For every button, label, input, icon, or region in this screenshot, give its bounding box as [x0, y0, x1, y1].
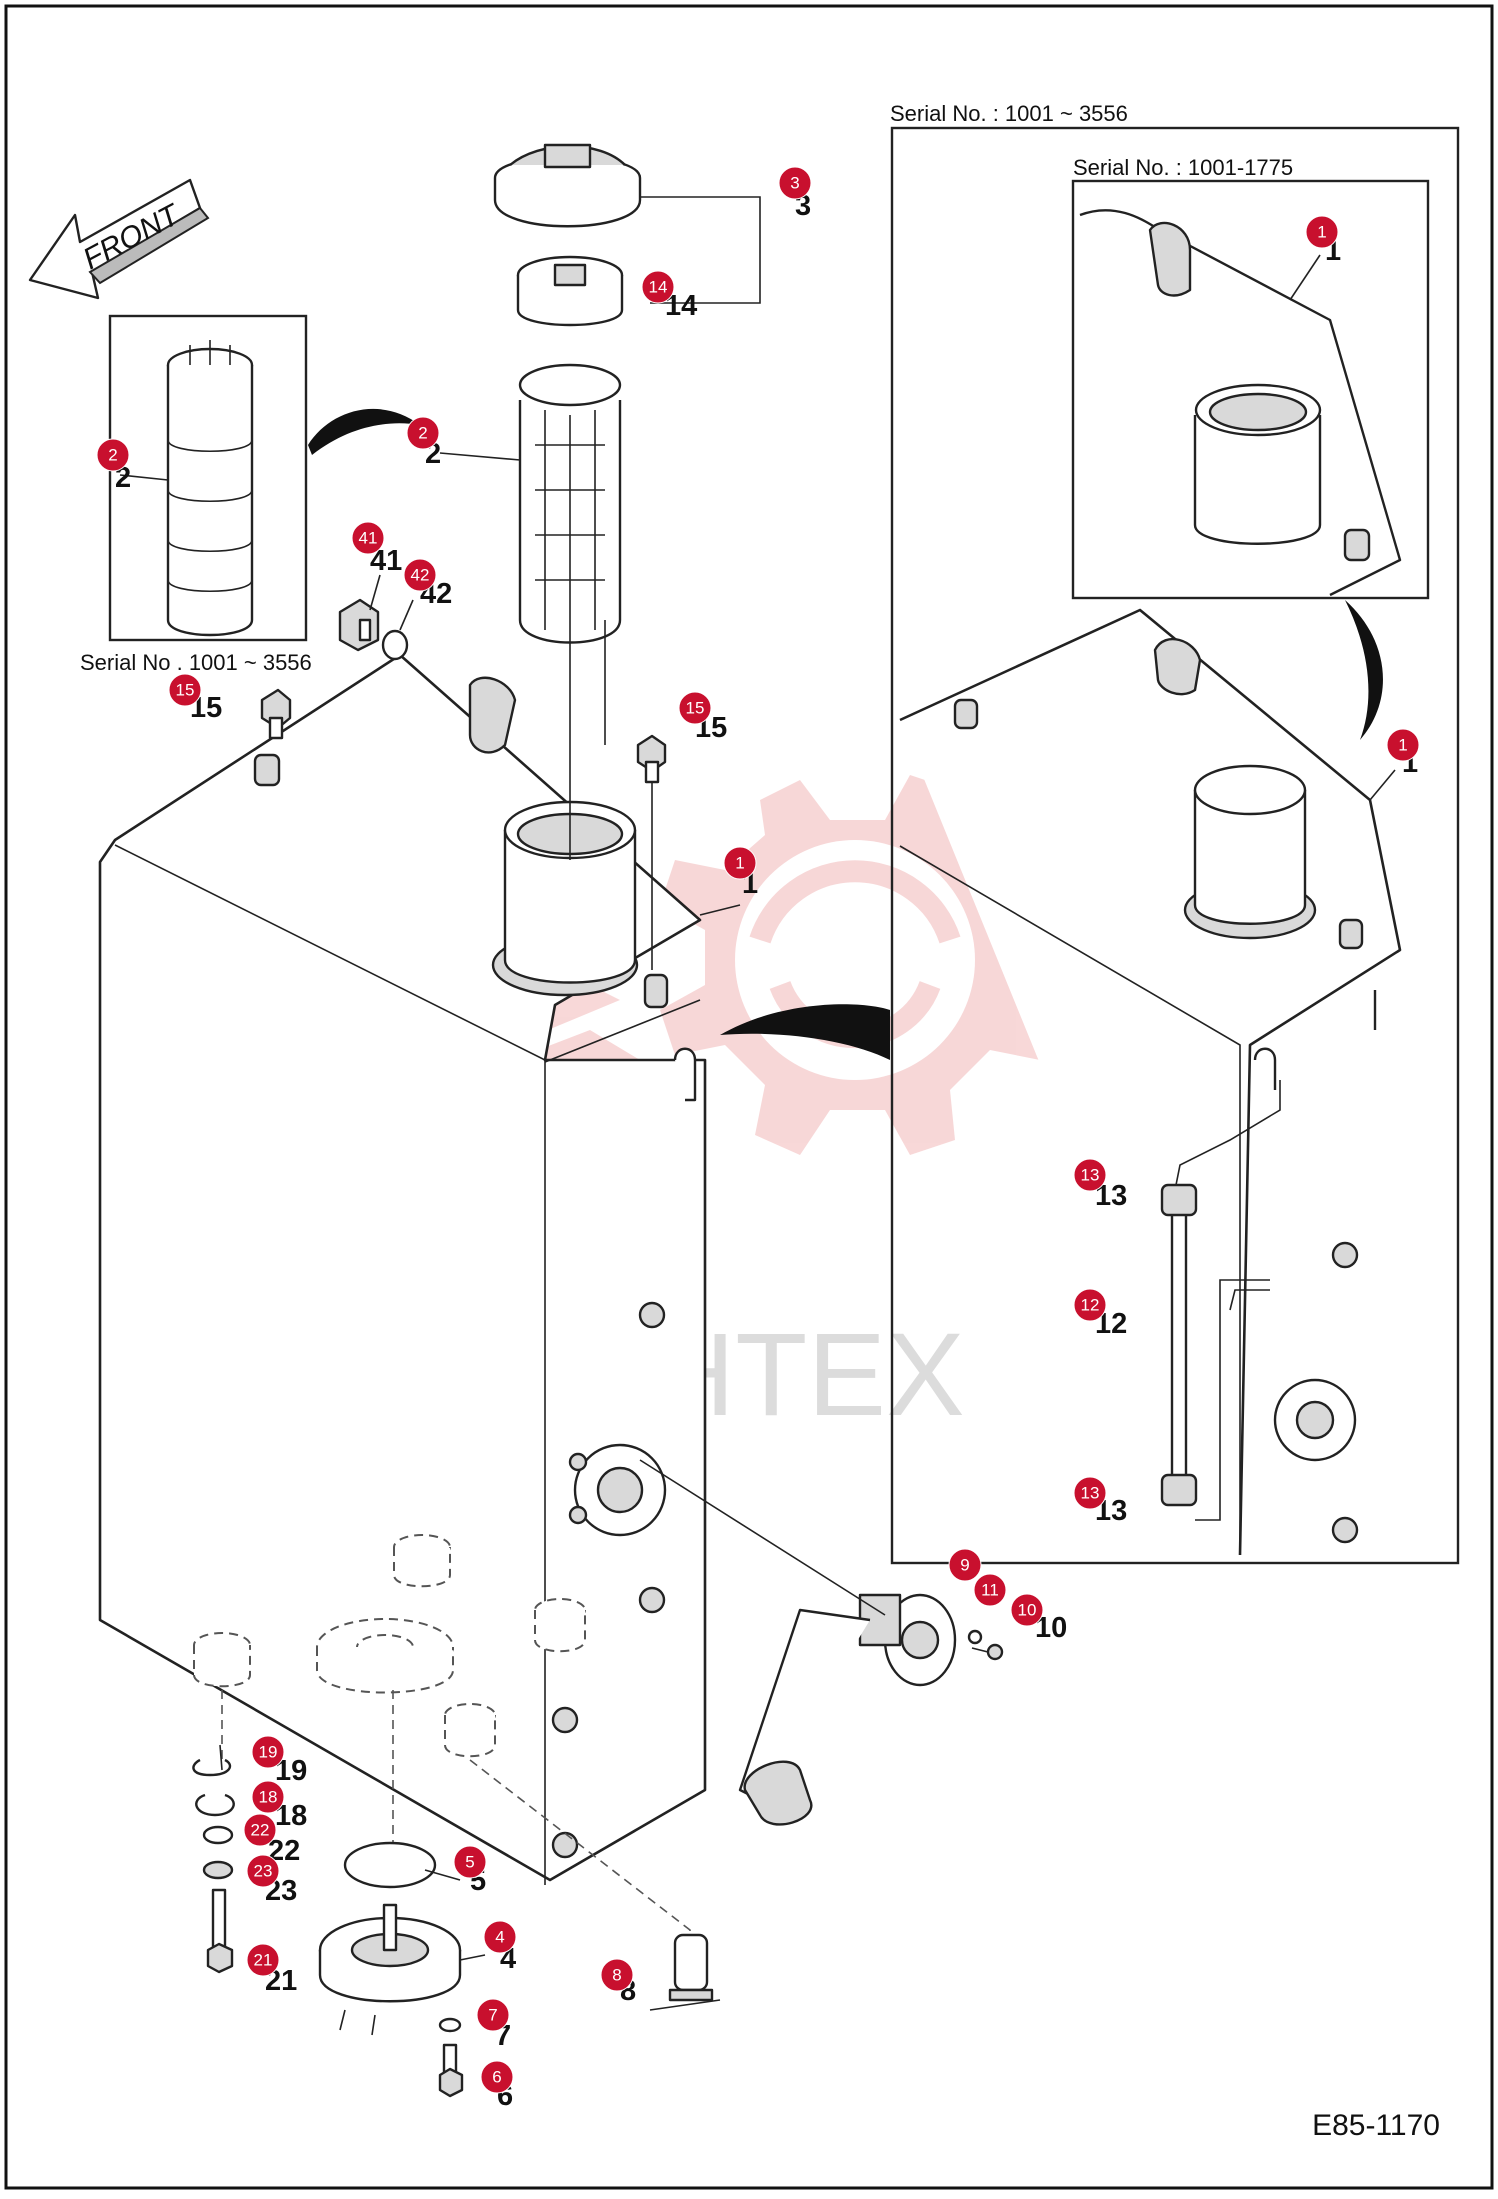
mesh-strainer — [518, 363, 622, 860]
callout-13-top: 13 13 — [1073, 1158, 1127, 1212]
screw-10 — [971, 1643, 1004, 1661]
callout-15-right: 15 15 — [678, 691, 727, 744]
callout-2-left: 2 2 — [96, 438, 131, 494]
callout-19: 19 19 — [251, 1735, 307, 1787]
svg-text:42: 42 — [411, 566, 430, 585]
drain-valve-8 — [649, 1933, 721, 2011]
adapter-ring — [516, 255, 624, 327]
drawing-code: E85-1170 — [1312, 2109, 1440, 2142]
svg-text:15: 15 — [686, 699, 705, 718]
svg-text:1: 1 — [735, 854, 744, 873]
callout-14: 14 14 — [641, 270, 697, 322]
callout-23: 23 23 — [246, 1854, 297, 1907]
page-border — [4, 4, 1494, 2190]
caption-serial-outer: Serial No. : 1001 ~ 3556 — [890, 101, 1128, 126]
svg-text:6: 6 — [492, 2068, 501, 2087]
washer-22 — [202, 1825, 234, 1845]
drain-plug-41 — [338, 598, 380, 652]
svg-text:12: 12 — [1081, 1296, 1100, 1315]
spring-washer-19 — [192, 1758, 232, 1777]
svg-text:2: 2 — [108, 446, 117, 465]
callout-13-bottom: 13 13 — [1073, 1476, 1127, 1527]
curved-arrow-strainer — [308, 408, 420, 455]
svg-text:22: 22 — [251, 1821, 270, 1840]
svg-text:4: 4 — [495, 1928, 504, 1947]
o-ring-5 — [343, 1841, 437, 1889]
flat-washer-18 — [195, 1793, 235, 1817]
svg-text:23: 23 — [254, 1862, 273, 1881]
svg-text:5: 5 — [465, 1853, 474, 1872]
callout-6: 6 6 — [480, 2060, 514, 2112]
bolt-6 — [438, 2043, 464, 2098]
svg-text:11: 11 — [981, 1581, 999, 1600]
bolt-15-left — [260, 688, 292, 740]
gauge-leader — [1195, 1279, 1270, 1521]
gauge-holder-13-bottom — [1160, 1473, 1198, 1507]
o-ring-42 — [381, 629, 409, 661]
svg-text:14: 14 — [649, 278, 668, 297]
svg-text:41: 41 — [359, 529, 378, 548]
washer-7 — [438, 2017, 462, 2033]
callout-42: 42 42 — [403, 558, 452, 610]
callout-21: 21 21 — [246, 1943, 297, 1997]
gauge-holder-13-top — [1160, 1183, 1198, 1217]
bolt-21 — [206, 1888, 234, 1974]
svg-text:1: 1 — [1317, 223, 1326, 242]
fuel-tank — [98, 653, 707, 1885]
caption-serial-strainer: Serial No . 1001 ~ 3556 — [80, 650, 312, 675]
svg-text:1: 1 — [1398, 736, 1407, 755]
leader-lines — [119, 196, 1396, 1961]
svg-text:2: 2 — [418, 424, 427, 443]
callout-7: 7 7 — [476, 1998, 511, 2052]
washer-23 — [202, 1860, 234, 1880]
detail-frame-outer — [890, 126, 1460, 1565]
callout-41: 41 41 — [351, 521, 402, 577]
callout-8: 8 8 — [600, 1958, 636, 2007]
washer-11 — [967, 1629, 983, 1645]
strainer-detail — [166, 340, 254, 637]
hidden-underside-parts — [193, 1534, 691, 1940]
svg-text:7: 7 — [488, 2006, 497, 2025]
bolt-15-right — [636, 734, 667, 970]
callout-12: 12 12 — [1073, 1288, 1127, 1340]
callout-3: 3 3 — [778, 166, 812, 222]
callout-1-inner: 1 1 — [1305, 215, 1341, 267]
detail-tank-inner — [1079, 209, 1402, 597]
svg-text:8: 8 — [612, 1966, 621, 1985]
callout-15-left: 15 15 — [168, 673, 222, 724]
caption-serial-inner: Serial No. : 1001-1775 — [1073, 155, 1293, 180]
svg-text:19: 19 — [259, 1743, 278, 1762]
callout-11: 11 — [973, 1573, 1007, 1607]
svg-text:13: 13 — [1081, 1166, 1100, 1185]
detail-frame-inner — [1071, 179, 1430, 600]
detail-frame-strainer — [108, 314, 308, 642]
filler-cap — [493, 143, 642, 228]
callout-2-main: 2 2 — [406, 416, 441, 470]
cover-plate-4 — [318, 1903, 462, 2036]
callout-1-outer: 1 1 — [1386, 728, 1420, 779]
curved-arrow-outer — [720, 1004, 890, 1060]
svg-text:21: 21 — [254, 1951, 273, 1970]
svg-text:10: 10 — [1018, 1601, 1037, 1620]
callout-9: 9 — [948, 1548, 982, 1582]
callout-10: 10 10 — [1010, 1593, 1067, 1644]
detail-tank-outer — [899, 608, 1402, 1556]
svg-text:15: 15 — [176, 681, 195, 700]
callout-4: 4 4 — [483, 1920, 517, 1975]
svg-text:18: 18 — [259, 1788, 278, 1807]
svg-text:9: 9 — [960, 1556, 969, 1575]
curved-arrow-inner — [1345, 600, 1383, 740]
fuel-sender-9 — [639, 1459, 957, 1826]
front-arrow: FRONT — [28, 178, 210, 300]
callout-5: 5 5 — [453, 1845, 487, 1897]
callout-18: 18 18 — [251, 1780, 307, 1832]
svg-text:13: 13 — [1081, 1484, 1100, 1503]
callout-1-main: 1 1 — [723, 846, 758, 900]
svg-text:3: 3 — [790, 174, 799, 193]
